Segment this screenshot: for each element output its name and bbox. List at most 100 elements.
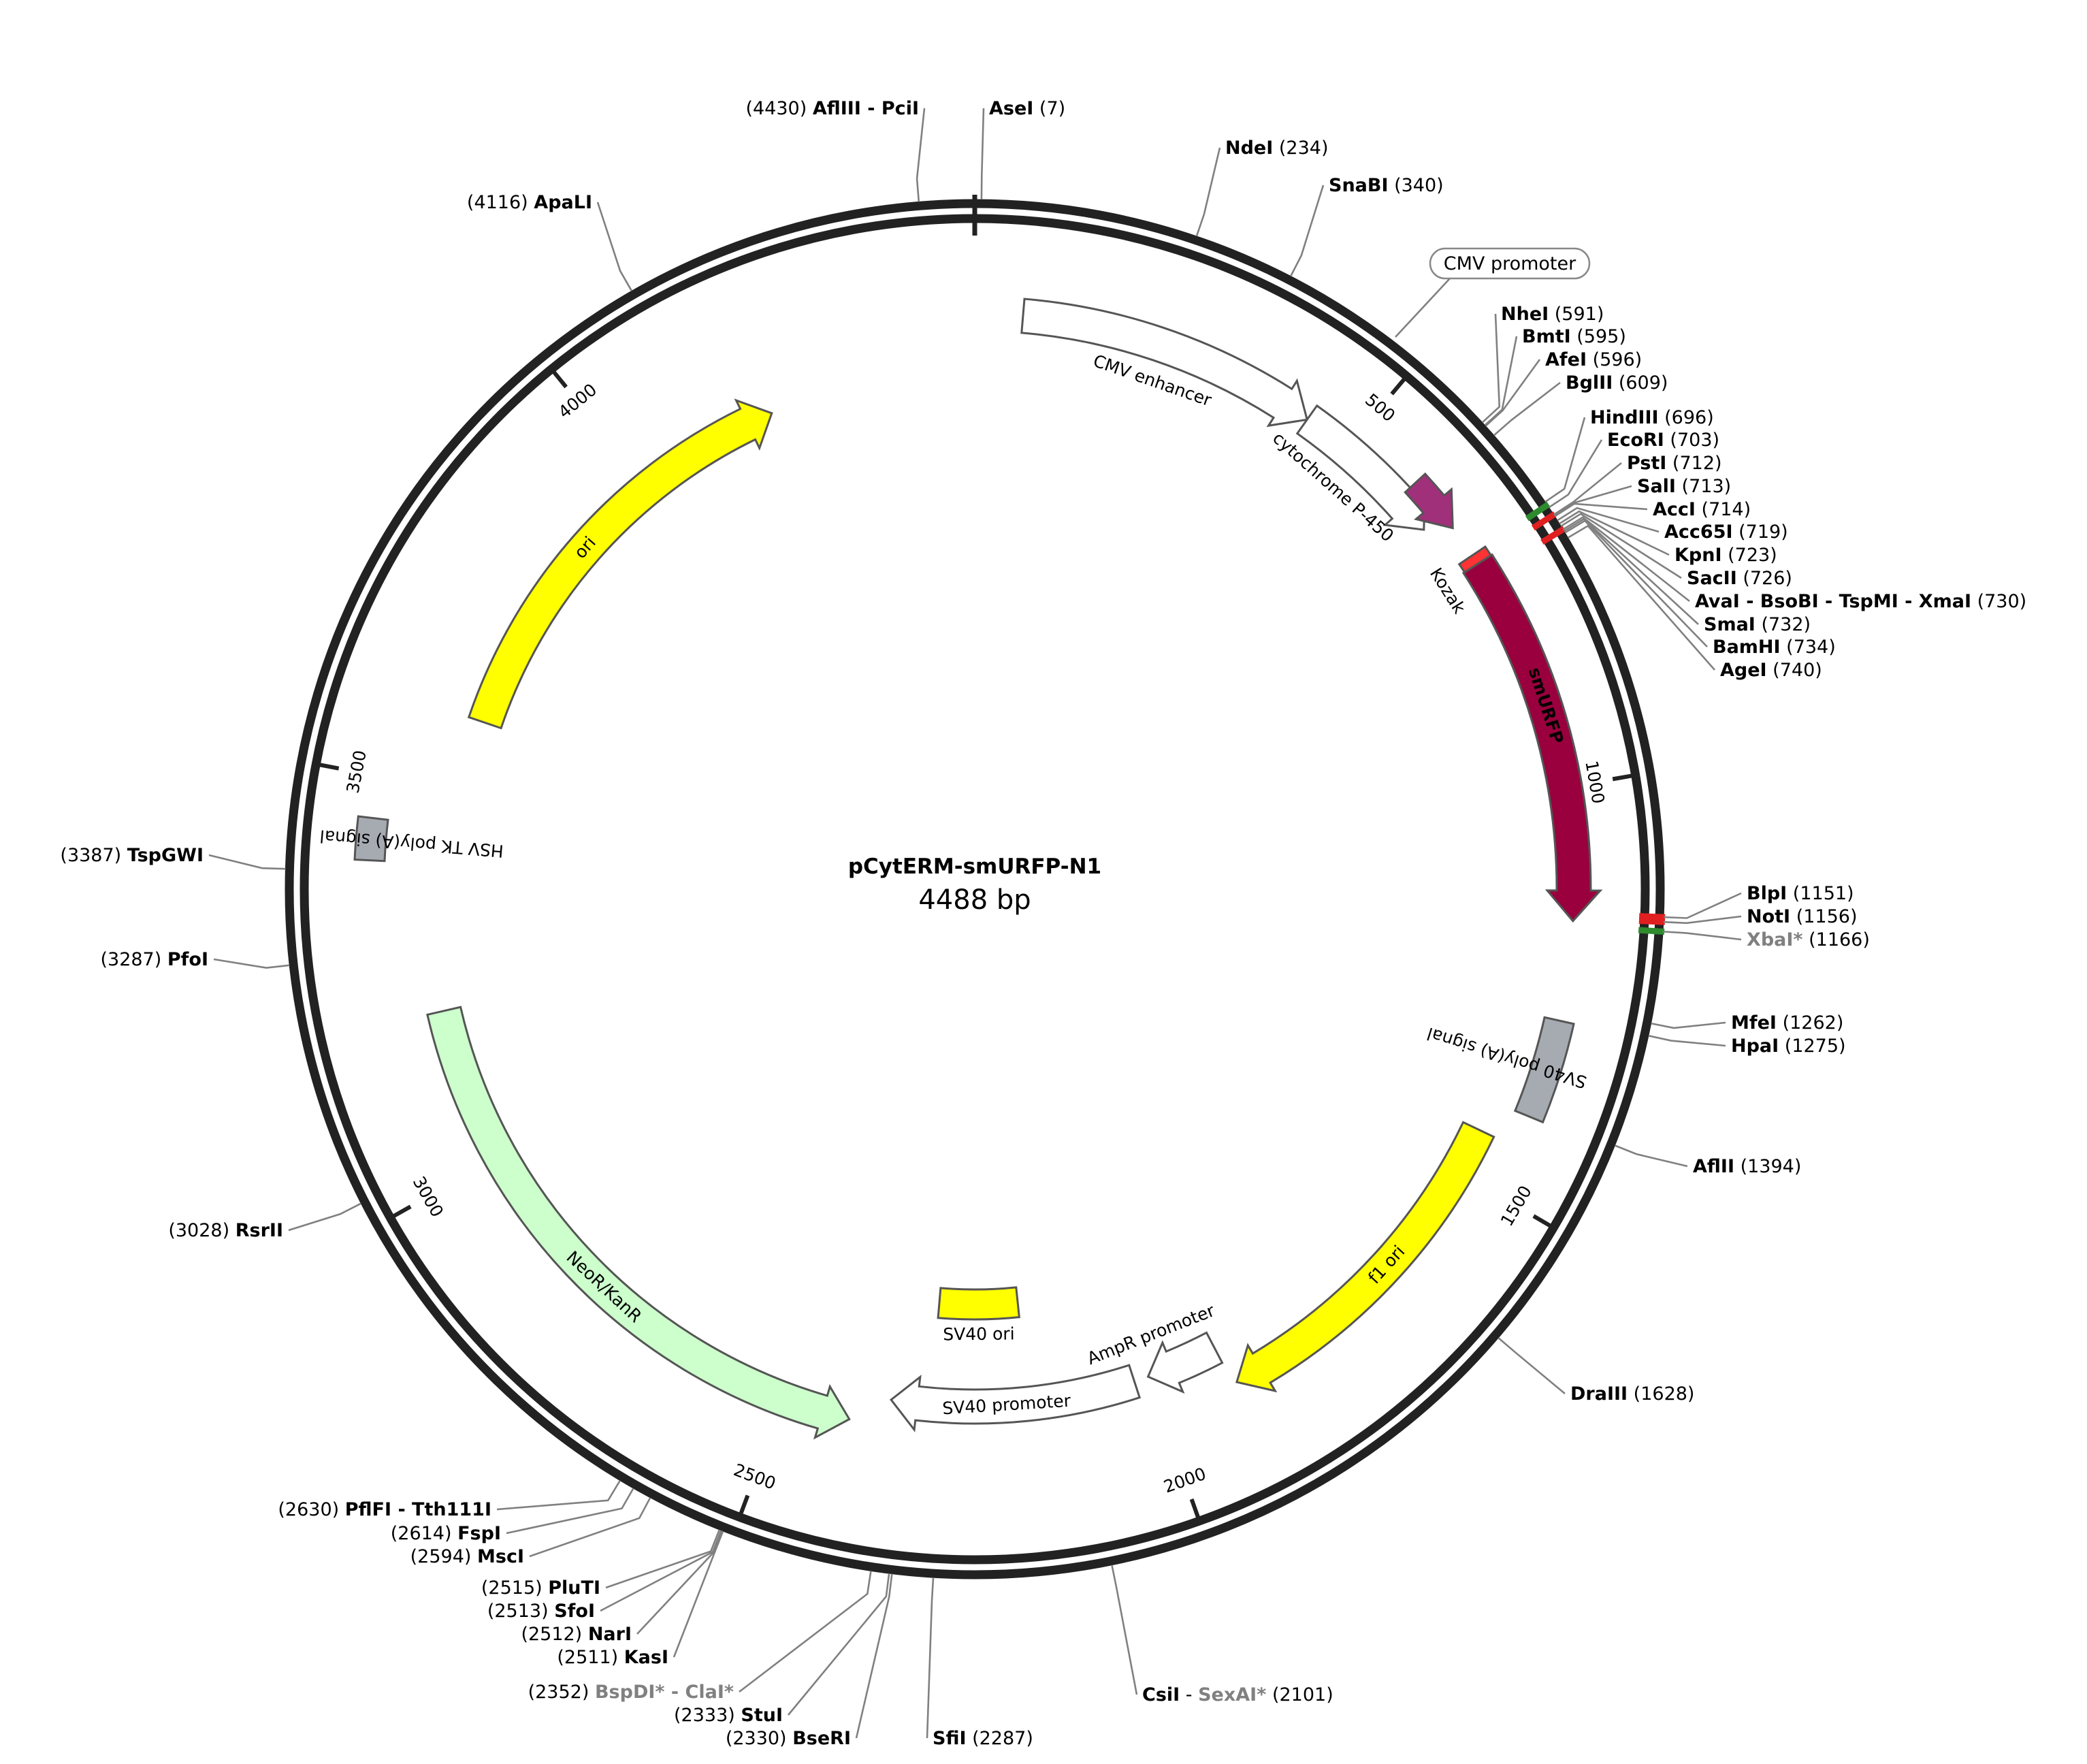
enzyme-label-sacii[interactable]: SacII (726) xyxy=(1687,568,1792,589)
enzyme-label-aflii[interactable]: AflII (1394) xyxy=(1693,1156,1801,1177)
enzyme-label-msci[interactable]: (2594) MscI xyxy=(410,1546,524,1567)
leader-draiii xyxy=(1498,1337,1566,1394)
enzyme-label-avai-bsobi-tspmi-xmai[interactable]: AvaI - BsoBI - TspMI - XmaI (730) xyxy=(1695,591,2026,612)
enzyme-label-kasi[interactable]: (2511) KasI xyxy=(557,1647,668,1668)
enzyme-label-kpni[interactable]: KpnI (723) xyxy=(1675,545,1777,566)
tick-label-1500: 1500 xyxy=(1497,1182,1536,1230)
leader-ecori xyxy=(1548,439,1603,509)
enzyme-label-apali[interactable]: (4116) ApaLI xyxy=(467,192,592,213)
feature-cmv-enhancer xyxy=(1020,298,1309,428)
leader-pluti xyxy=(605,1529,721,1589)
feature-hsv-tk-poly-a-signal xyxy=(353,815,389,863)
enzyme-label-bamhi[interactable]: BamHI (734) xyxy=(1713,637,1836,658)
feature-label-sv40-ori: SV40 ori xyxy=(943,1324,1015,1344)
feature-ampr-promoter xyxy=(1146,1331,1224,1394)
enzyme-label-pluti[interactable]: (2515) PluTI xyxy=(481,1577,600,1599)
feature-neor-kanr xyxy=(426,1006,851,1440)
site-mark xyxy=(1540,526,1566,545)
enzyme-label-fspi[interactable]: (2614) FspI xyxy=(391,1523,501,1544)
leader-stui xyxy=(787,1573,890,1716)
leader-noti xyxy=(1663,915,1742,925)
enzyme-label-bglii[interactable]: BglII (609) xyxy=(1566,372,1668,394)
leader-fspi xyxy=(506,1488,634,1535)
enzyme-label-stui[interactable]: (2333) StuI xyxy=(674,1705,783,1726)
leader-hpai xyxy=(1648,1035,1726,1047)
leader-snabi xyxy=(1290,185,1325,277)
tick-mark-3500 xyxy=(319,763,340,771)
leader-nhei xyxy=(1481,313,1501,423)
enzyme-label-ecori[interactable]: EcoRI (703) xyxy=(1607,430,1719,451)
leader-asei xyxy=(980,108,985,200)
leader-mfei xyxy=(1651,1021,1726,1029)
feature-sv40-promoter xyxy=(890,1364,1142,1432)
enzyme-label-hpai[interactable]: HpaI (1275) xyxy=(1731,1036,1846,1057)
enzyme-label-bseri[interactable]: (2330) BseRI xyxy=(726,1728,851,1749)
enzyme-label-csii[interactable]: CsiI - SexAI* (2101) xyxy=(1142,1684,1333,1705)
enzyme-label-acci[interactable]: AccI (714) xyxy=(1653,499,1751,520)
tick-mark-1500 xyxy=(1532,1214,1551,1228)
leader-sfii xyxy=(926,1577,935,1739)
enzyme-label-agei[interactable]: AgeI (740) xyxy=(1720,660,1822,681)
enzyme-label-sali[interactable]: SalI (713) xyxy=(1637,476,1731,497)
leader-blpi xyxy=(1664,892,1742,919)
enzyme-label-psti[interactable]: PstI (712) xyxy=(1627,453,1722,474)
leader-apali xyxy=(596,202,633,291)
leader-psti xyxy=(1553,462,1622,516)
plasmid-name: pCytERM-smURFP-N1 xyxy=(848,854,1101,879)
tick-mark-500 xyxy=(1390,378,1406,396)
enzyme-label-snabi[interactable]: SnaBI (340) xyxy=(1329,175,1444,196)
feature-ori xyxy=(467,398,773,730)
enzyme-label-acc65i[interactable]: Acc65I (719) xyxy=(1664,522,1788,543)
site-mark xyxy=(1638,917,1666,925)
enzyme-label-afliii-pcii[interactable]: (4430) AflIII - PciI xyxy=(745,98,919,119)
enzyme-label-mfei[interactable]: MfeI (1262) xyxy=(1731,1012,1843,1033)
enzyme-label-hindiii[interactable]: HindIII (696) xyxy=(1590,407,1714,428)
enzyme-leaders xyxy=(208,108,1742,1739)
leader-kasi xyxy=(673,1530,724,1658)
enzyme-label-draiii[interactable]: DraIII (1628) xyxy=(1570,1383,1694,1405)
leader-csii xyxy=(1111,1565,1138,1695)
leader-afei xyxy=(1485,359,1541,427)
site-mark xyxy=(1531,511,1557,531)
leader-pflfi-tth111i xyxy=(496,1479,621,1511)
leader-acci xyxy=(1554,502,1648,517)
feature-sv40-poly-a-signal xyxy=(1513,1016,1575,1124)
feature-cytochrome-p-450 xyxy=(1295,404,1426,531)
enzyme-label-tspgwi[interactable]: (3387) TspGWI xyxy=(60,845,204,866)
enzyme-label-sfoi[interactable]: (2513) SfoI xyxy=(487,1601,595,1622)
plasmid-size: 4488 bp xyxy=(918,884,1031,916)
enzyme-label-pflfi-tth111i[interactable]: (2630) PflFI - Tth111I xyxy=(278,1499,491,1520)
leader-kpni xyxy=(1559,510,1670,556)
enzyme-label-nari[interactable]: (2512) NarI xyxy=(521,1624,632,1645)
site-mark xyxy=(1638,927,1665,935)
enzyme-label-sfii[interactable]: SfiI (2287) xyxy=(933,1728,1033,1749)
leader-sfoi xyxy=(600,1530,722,1612)
enzyme-label-xbai[interactable]: XbaI* (1166) xyxy=(1747,929,1870,950)
leader-smai xyxy=(1564,517,1699,625)
enzyme-label-bmti[interactable]: BmtI (595) xyxy=(1522,326,1626,347)
enzyme-label-pfoi[interactable]: (3287) PfoI xyxy=(100,949,208,970)
enzyme-label-smai[interactable]: SmaI (732) xyxy=(1704,614,1811,635)
enzyme-label-ndei[interactable]: NdeI (234) xyxy=(1225,138,1328,159)
feature-cmv-promoter-arrow xyxy=(1404,472,1454,530)
tick-mark-1000 xyxy=(1612,773,1632,782)
leader-hindiii xyxy=(1544,417,1586,503)
enzyme-label-rsrii[interactable]: (3028) RsrII xyxy=(168,1220,283,1241)
tick-label-1000: 1000 xyxy=(1581,759,1608,805)
enzyme-label-nhei[interactable]: NheI (591) xyxy=(1501,304,1604,325)
leader-ndei xyxy=(1195,147,1221,237)
enzyme-label-blpi[interactable]: BlpI (1151) xyxy=(1747,883,1854,904)
feature-label-neor-kanr: NeoR/KanR xyxy=(563,1247,646,1326)
enzyme-label-afei[interactable]: AfeI (596) xyxy=(1545,349,1642,370)
tick-mark-2500 xyxy=(739,1494,750,1514)
tick-label-4000: 4000 xyxy=(555,380,601,423)
enzyme-label-bspdi-clai[interactable]: (2352) BspDI* - ClaI* xyxy=(528,1682,734,1703)
feature-f1-ori xyxy=(1235,1121,1495,1393)
enzyme-label-noti[interactable]: NotI (1156) xyxy=(1747,906,1857,927)
feature-smurfp xyxy=(1461,553,1603,923)
enzyme-label-asei[interactable]: AseI (7) xyxy=(989,98,1065,119)
leader-tspgwi xyxy=(208,854,286,870)
cmv-promoter-text: CMV promoter xyxy=(1444,253,1576,274)
cmv-promoter-label: CMV promoter xyxy=(1395,247,1591,338)
